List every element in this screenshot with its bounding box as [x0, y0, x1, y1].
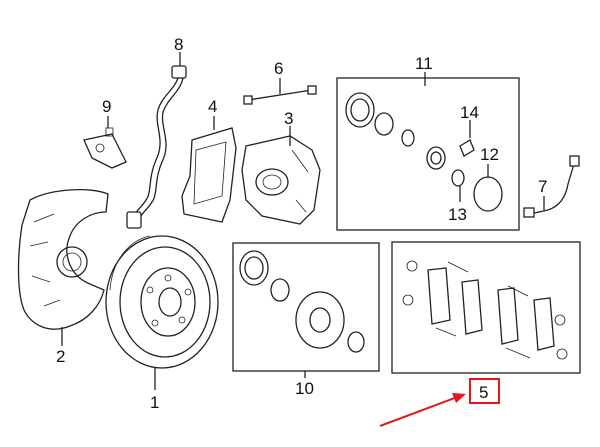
caliper-support	[181, 116, 237, 223]
box-10	[232, 242, 380, 372]
highlight-arrow	[379, 395, 461, 427]
highlight-arrow-head	[452, 393, 466, 403]
bleeder-cap	[451, 169, 465, 202]
brake-pads	[402, 260, 568, 360]
box-5	[391, 241, 581, 374]
callout-3: 3	[284, 109, 293, 128]
brake-rotor	[105, 235, 219, 390]
speed-sensor	[126, 52, 187, 229]
sensor-bracket	[83, 116, 127, 169]
dust-shield	[17, 188, 109, 346]
callout-2: 2	[56, 347, 65, 366]
callout-7: 7	[538, 177, 547, 196]
hub-kit	[239, 250, 365, 378]
callout-13: 13	[448, 205, 467, 224]
callout-1: 1	[150, 393, 159, 412]
callout-5: 5	[479, 383, 488, 402]
callout-9: 9	[102, 97, 111, 116]
callout-12: 12	[480, 145, 499, 164]
highlight-box	[469, 378, 500, 404]
seal-kit	[345, 72, 446, 170]
brake-hose	[523, 155, 580, 218]
caliper	[241, 126, 321, 225]
callout-6: 6	[274, 59, 283, 78]
callout-8: 8	[174, 35, 183, 54]
box-11	[336, 77, 520, 231]
bleeder-screw	[459, 120, 475, 157]
callout-11: 11	[415, 54, 433, 73]
callout-4: 4	[208, 97, 217, 116]
callout-10: 10	[295, 379, 314, 398]
wear-sensor	[243, 78, 317, 105]
callout-14: 14	[460, 103, 479, 122]
dust-cap	[473, 164, 503, 212]
